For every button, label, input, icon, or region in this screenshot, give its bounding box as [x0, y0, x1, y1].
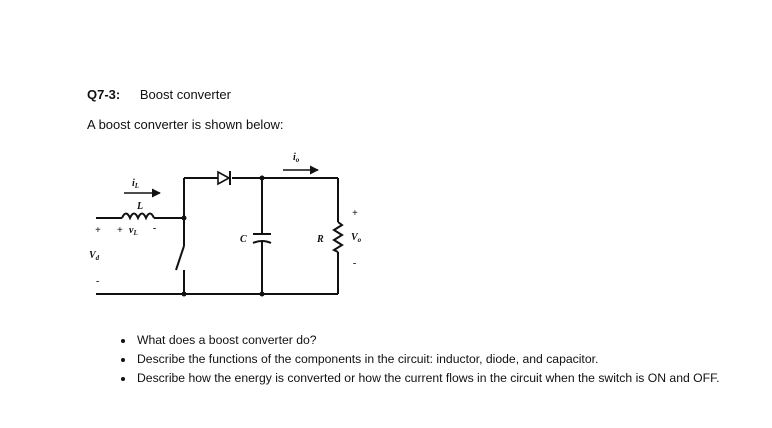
capacitor-symbol [252, 233, 272, 244]
output-current-label: io [293, 152, 300, 164]
resistor-label: R [316, 234, 324, 245]
inductor-voltage-plus: + [117, 225, 123, 236]
input-voltage-label: Vd [89, 250, 100, 262]
node-dot [259, 291, 265, 297]
list-item: What does a boost converter do? [135, 331, 735, 350]
list-item: Describe the functions of the components… [135, 350, 735, 369]
question-number: Q7-3: [87, 87, 121, 102]
inductor-label: L [136, 201, 143, 212]
switch-symbol [175, 245, 185, 271]
capacitor-label: C [240, 234, 247, 245]
inductor-current-label: iL [132, 178, 139, 190]
input-voltage-plus: + [95, 225, 101, 236]
question-heading: Q7-3: Boost converter [87, 87, 231, 102]
output-voltage-label: Vo [351, 232, 362, 244]
diode-symbol [217, 170, 231, 186]
list-item: Describe how the energy is converted or … [135, 369, 735, 388]
node-dot [259, 175, 265, 181]
node-dot [181, 215, 187, 221]
intro-text: A boost converter is shown below: [87, 117, 284, 132]
question-title: Boost converter [139, 87, 231, 102]
output-voltage-plus: + [352, 208, 358, 219]
question-list: What does a boost converter do? Describe… [111, 331, 735, 388]
resistor-symbol [331, 221, 344, 253]
inductor-voltage-minus: - [153, 223, 156, 234]
inductor-symbol [121, 212, 155, 221]
output-voltage-minus: - [353, 258, 356, 269]
node-dot [181, 291, 187, 297]
inductor-voltage-label: vL [129, 225, 138, 237]
input-voltage-minus: - [96, 276, 99, 287]
